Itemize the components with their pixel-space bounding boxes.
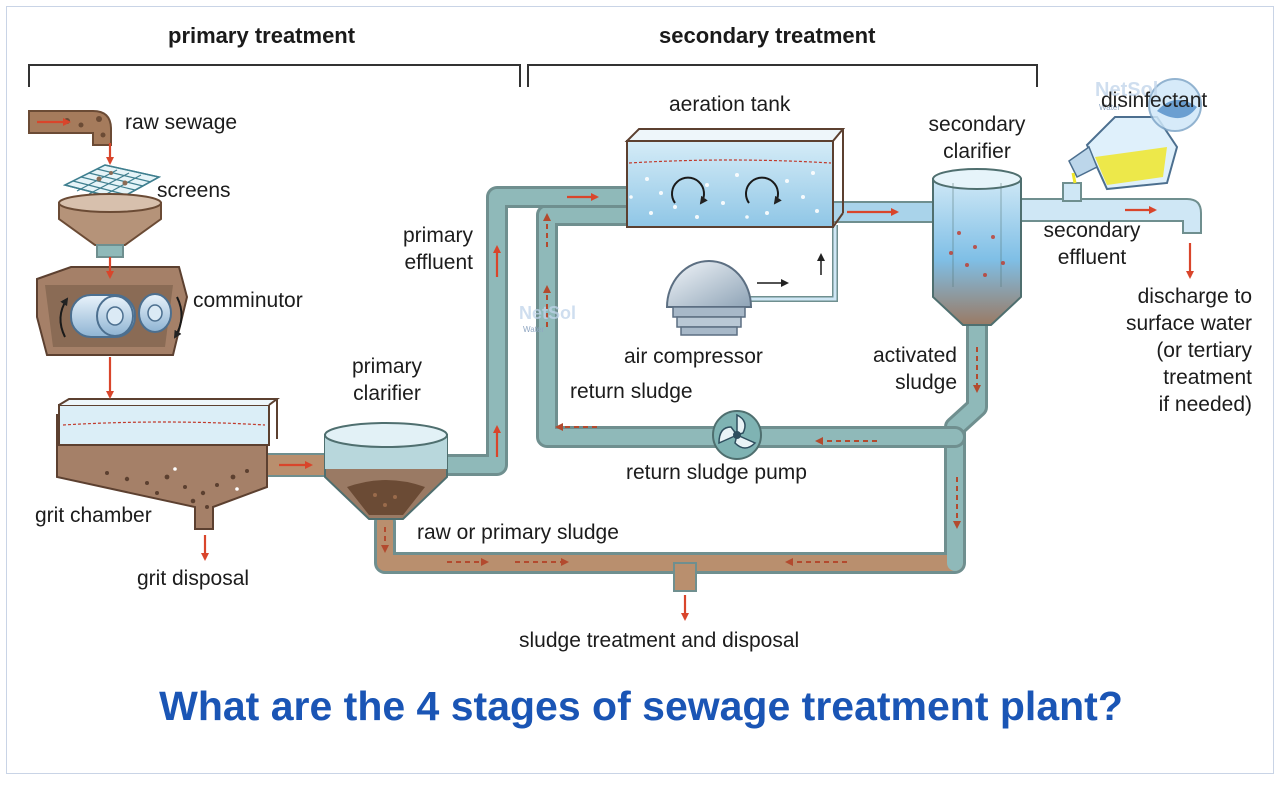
comminutor-label: comminutor	[193, 289, 303, 312]
secondary-effluent-label: secondary effluent	[1043, 219, 1141, 269]
primary-clarifier-unit	[324, 422, 448, 520]
aeration-tank-label: aeration tank	[669, 93, 791, 116]
primary-effluent-label: primary effluent	[402, 224, 473, 274]
sludge-outlet	[673, 562, 697, 592]
grit-disposal-label: grit disposal	[137, 567, 250, 590]
disinfectant-bottle	[1068, 78, 1202, 191]
air-compressor-label: air compressor	[624, 345, 763, 368]
sludge-arrows	[381, 213, 981, 566]
return-sludge-pump	[712, 410, 762, 460]
secondary-treatment-bracket	[527, 64, 1038, 87]
comminutor-unit	[36, 266, 189, 356]
return-sludge-pump-label: return sludge pump	[626, 461, 807, 484]
brand-watermark-center-sub: Water	[523, 325, 545, 334]
brand-watermark-top-sub: Water	[1099, 103, 1121, 112]
page-headline: What are the 4 stages of sewage treatmen…	[159, 683, 1123, 729]
activated-sludge-label: activated sludge	[872, 344, 957, 394]
grit-chamber-label: grit chamber	[35, 504, 152, 527]
diagram-frame: NetSol Water NetSol Water primary treatm…	[6, 6, 1274, 774]
grit-chamber-unit	[56, 398, 280, 530]
disinfectant-inlet	[1062, 182, 1082, 202]
disinfectant-label: disinfectant	[1101, 89, 1208, 112]
secondary-clarifier-label: secondary clarifier	[928, 113, 1026, 163]
primary-treatment-bracket	[28, 64, 521, 87]
aeration-tank-unit	[624, 128, 846, 228]
screens-label: screens	[157, 179, 231, 202]
secondary-treatment-header: secondary treatment	[659, 23, 876, 48]
treatment-diagram	[28, 64, 1202, 621]
brand-watermark-top: NetSol	[1095, 79, 1159, 101]
sludge-treatment-label: sludge treatment and disposal	[519, 629, 800, 652]
primary-effluent-pipe	[436, 186, 638, 476]
secondary-clarifier-unit	[932, 168, 1022, 326]
raw-sewage-pipe	[28, 110, 112, 146]
air-pipe	[749, 225, 838, 302]
raw-primary-sludge-label: raw or primary sludge	[417, 521, 619, 544]
flow-arrows	[37, 118, 1194, 621]
raw-sewage-label: raw sewage	[125, 111, 238, 134]
brand-watermark-center: NetSol	[519, 303, 577, 323]
air-compressor-dome	[665, 253, 825, 336]
primary-clarifier-label: primary clarifier	[351, 355, 422, 405]
return-sludge-label: return sludge	[570, 380, 693, 403]
discharge-label: discharge to surface water (or tertiary …	[1125, 285, 1252, 416]
screens-unit	[58, 164, 162, 258]
primary-treatment-header: primary treatment	[168, 23, 356, 48]
